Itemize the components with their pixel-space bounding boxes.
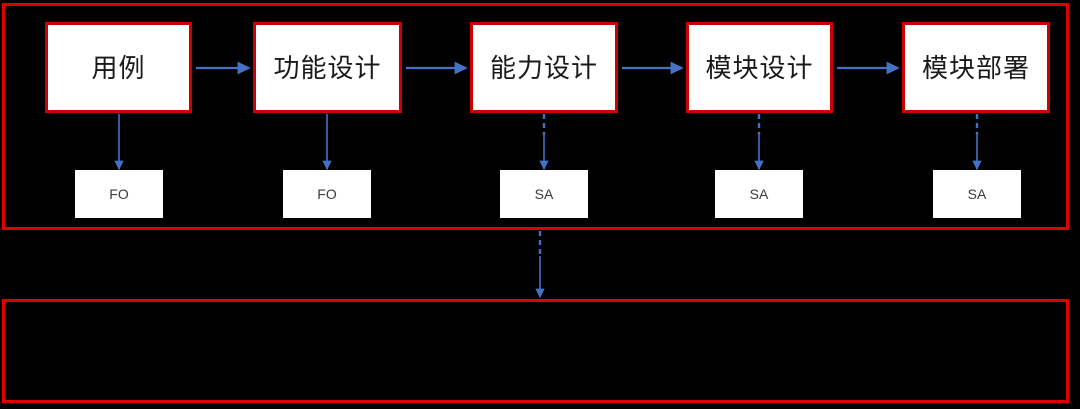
group-lower[interactable] [2,299,1069,403]
stage-label: 功能设计 [273,52,382,83]
stage-box-module-deploy[interactable]: 模块部署 [902,22,1050,113]
role-label: SA [967,186,987,202]
group-design-flow[interactable] [2,3,1069,230]
role-box-sa-2[interactable]: SA [715,170,803,218]
role-label: FO [317,186,337,202]
stage-label: 模块部署 [921,52,1030,83]
role-box-fo-2[interactable]: FO [283,170,371,218]
stage-box-function-design[interactable]: 功能设计 [253,22,402,113]
stage-box-capability-design[interactable]: 能力设计 [470,22,618,113]
stage-box-module-design[interactable]: 模块设计 [686,22,833,113]
stage-box-use-case[interactable]: 用例 [45,22,192,113]
stage-label: 模块设计 [705,52,814,83]
role-box-sa-3[interactable]: SA [933,170,1021,218]
role-box-fo-1[interactable]: FO [75,170,163,218]
role-label: FO [109,186,129,202]
role-label: SA [749,186,769,202]
stage-label: 用例 [91,52,146,83]
stage-label: 能力设计 [489,52,598,83]
role-label: SA [534,186,554,202]
role-box-sa-1[interactable]: SA [500,170,588,218]
